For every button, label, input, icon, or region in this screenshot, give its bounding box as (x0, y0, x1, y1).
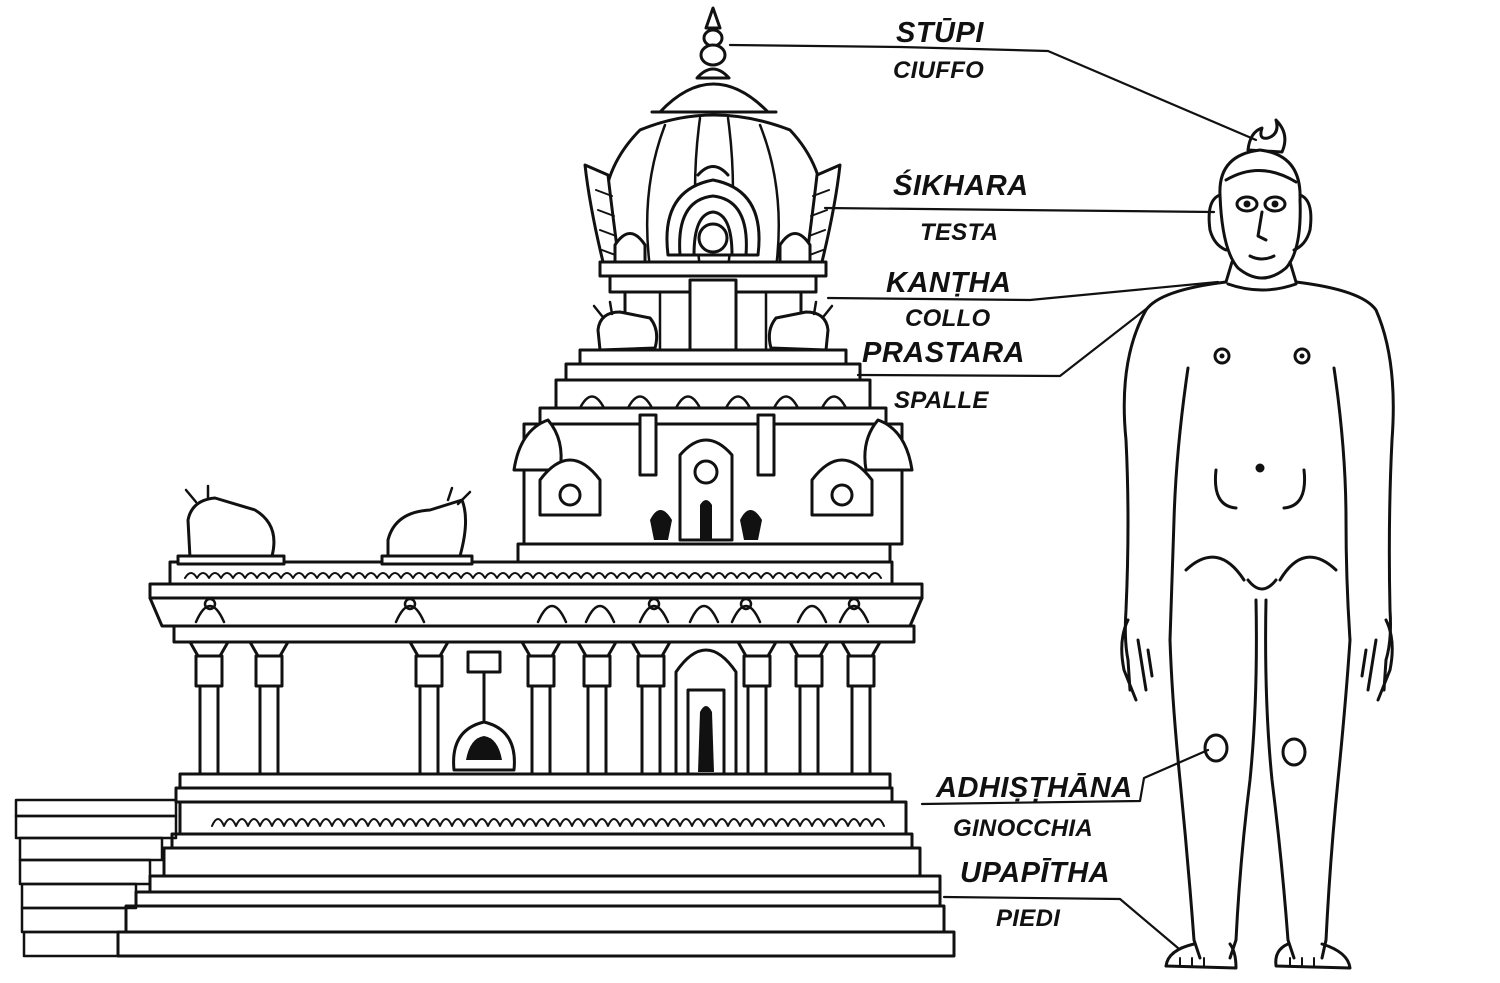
leader-line-stupi (728, 43, 1258, 142)
label-upapitha-term: UPAPĪTHA (960, 857, 1110, 889)
temple-drawing (14, 6, 956, 958)
leader-line-prastara (856, 304, 1152, 378)
label-prastara-term: PRASTARA (862, 337, 1025, 369)
label-upapitha-translation: PIEDI (996, 905, 1061, 932)
leader-line-upapitha (942, 895, 1180, 950)
leader-lines (728, 43, 1258, 950)
human-figure (1120, 118, 1395, 970)
label-sikhara-translation: TESTA (920, 219, 998, 246)
label-stupi-term: STŪPI (896, 17, 984, 49)
temple-pillared-hall (172, 624, 916, 790)
label-kantha-translation: COLLO (905, 305, 991, 332)
figure-head (1218, 148, 1302, 280)
figure-body-outline (1122, 280, 1395, 662)
temple-upapitha-plinth (14, 798, 956, 958)
temple-kantha-neck (578, 274, 848, 366)
temple-adhisthana-base (162, 786, 922, 878)
temple-stupi-finial (650, 6, 778, 114)
temple-cornice (148, 484, 924, 628)
temple-prastara-tier (512, 362, 914, 566)
figure-hair-tuft (1246, 118, 1287, 154)
label-prastara-translation: SPALLE (894, 387, 989, 414)
temple-sikhara-dome (583, 113, 842, 278)
label-stupi-translation: CIUFFO (893, 57, 984, 84)
leader-line-adhisthana (920, 748, 1210, 806)
figure-legs (1168, 598, 1352, 960)
label-adhisthana-translation: GINOCCHIA (953, 815, 1093, 842)
label-sikhara-term: ŚIKHARA (893, 168, 1029, 202)
labels: STŪPI CIUFFO ŚIKHARA TESTA KANṬHA COLLO … (862, 17, 1133, 932)
label-adhisthana-term: ADHIṢṬHĀNA (935, 772, 1133, 804)
label-kantha-term: KANṬHA (886, 267, 1011, 299)
leader-line-sikhara (823, 206, 1216, 214)
leader-line-kantha (826, 280, 1220, 302)
